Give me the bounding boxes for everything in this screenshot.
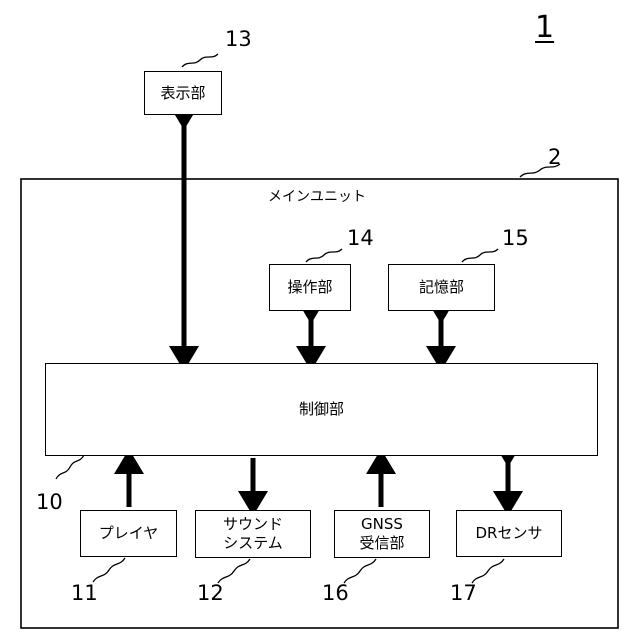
storage-ref: 15 — [502, 227, 529, 249]
gnss-receiver-label-line1: GNSS — [361, 515, 403, 534]
operation-box: 操作部 — [269, 264, 351, 311]
leader-line-player — [93, 558, 125, 582]
leader-line-sound — [218, 559, 250, 583]
dr-sensor-ref: 17 — [450, 582, 477, 604]
leader-line-operation — [306, 249, 342, 262]
display-ref: 13 — [225, 28, 252, 50]
leader-line-gnss — [344, 559, 376, 583]
control-box: 制御部 — [45, 363, 598, 456]
display-box: 表示部 — [144, 71, 222, 115]
player-ref: 11 — [71, 582, 98, 604]
operation-label: 操作部 — [287, 278, 332, 297]
control-ref: 10 — [36, 491, 63, 513]
dr-sensor-label: DRセンサ — [476, 524, 543, 543]
sound-system-box: サウンド システム — [195, 510, 311, 558]
leader-line-dr — [472, 559, 504, 583]
sound-system-label-line1: サウンド — [223, 515, 283, 534]
dr-sensor-box: DRセンサ — [456, 510, 562, 557]
figure-number: 1 — [535, 12, 554, 44]
leader-line-storage — [462, 249, 498, 262]
storage-box: 記憶部 — [388, 264, 495, 311]
player-label: プレイヤ — [99, 524, 159, 543]
leader-line-control — [56, 455, 84, 479]
main-unit-ref: 2 — [548, 146, 561, 168]
display-label: 表示部 — [160, 84, 205, 103]
gnss-receiver-label-line2: 受信部 — [359, 534, 404, 553]
main-unit-label: メインユニット — [268, 186, 366, 206]
operation-ref: 14 — [347, 227, 374, 249]
player-box: プレイヤ — [80, 510, 177, 557]
gnss-receiver-box: GNSS 受信部 — [334, 510, 430, 558]
leader-line-display — [182, 54, 218, 67]
gnss-receiver-ref: 16 — [322, 582, 349, 604]
sound-system-label-line2: システム — [223, 534, 283, 553]
storage-label: 記憶部 — [419, 278, 464, 297]
sound-system-ref: 12 — [197, 582, 224, 604]
control-label: 制御部 — [299, 400, 344, 419]
